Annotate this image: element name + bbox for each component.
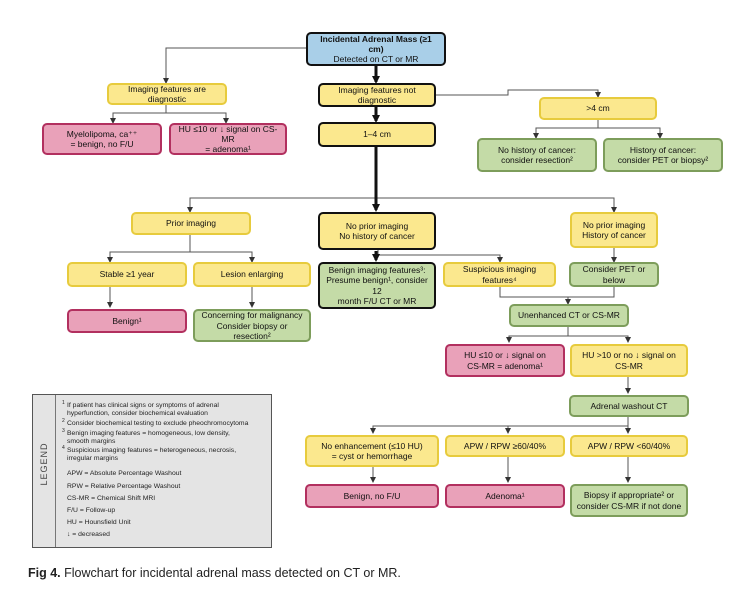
node-hu-high: HU >10 or no ↓ signal on CS-MR xyxy=(570,344,688,377)
caption-text: Flowchart for incidental adrenal mass de… xyxy=(64,566,401,580)
legend-item-text: If patient has clinical signs or symptom… xyxy=(67,402,219,417)
node-benign-features: Benign imaging features³: Presume benign… xyxy=(318,262,436,309)
node-1-4cm: 1–4 cm xyxy=(318,122,436,147)
legend-tab: LEGEND xyxy=(33,395,56,547)
node-adenoma: Adenoma¹ xyxy=(445,484,565,508)
node-no-prior-no-history: No prior imaging No history of cancer xyxy=(318,212,436,250)
legend-item-text: ↓ = decreased xyxy=(67,531,110,538)
node-myelolipoma: Myelolipoma, ca⁺⁺ = benign, no F/U xyxy=(42,123,162,155)
node-suspicious-features: Suspicious imaging features⁴ xyxy=(443,262,556,287)
node-no-prior-history: No prior imaging History of cancer xyxy=(570,212,658,248)
node-benign-no-fu: Benign, no F/U xyxy=(305,484,439,508)
node-prior-imaging: Prior imaging xyxy=(131,212,251,235)
node-gt-4cm: >4 cm xyxy=(539,97,657,120)
figure-caption: Fig 4. Flowchart for incidental adrenal … xyxy=(28,566,401,580)
node-no-enhancement: No enhancement (≤10 HU) = cyst or hemorr… xyxy=(305,435,439,467)
node-consider-pet: Consider PET or below xyxy=(569,262,659,287)
node-hu-low-adenoma: HU ≤10 or ↓ signal on CS-MR = adenoma¹ xyxy=(445,344,565,377)
legend-item-text: RPW = Relative Percentage Washout xyxy=(67,483,181,490)
node-imaging-not-diagnostic: Imaging features not diagnostic xyxy=(318,83,436,107)
root-subtitle: Detected on CT or MR xyxy=(333,54,419,65)
node-biopsy-if-appropriate: Biopsy if appropriate² or consider CS-MR… xyxy=(570,484,688,517)
legend-item: RPW = Relative Percentage Washout xyxy=(67,483,180,491)
legend-item-number: 3 xyxy=(62,428,65,434)
legend-item: APW = Absolute Percentage Washout xyxy=(67,470,181,478)
legend-item: F/U = Follow-up xyxy=(67,507,115,515)
legend-item-text: HU = Hounsfield Unit xyxy=(67,519,131,526)
node-unenhanced-ct: Unenhanced CT or CS-MR xyxy=(509,304,629,327)
legend-item-text: APW = Absolute Percentage Washout xyxy=(67,470,182,477)
legend-title: LEGEND xyxy=(39,442,49,486)
legend-item-number: 2 xyxy=(62,418,65,424)
legend-item-text: CS-MR = Chemical Shift MRI xyxy=(67,495,156,502)
legend-item-text: F/U = Follow-up xyxy=(67,507,116,514)
legend-item: ↓ = decreased xyxy=(67,531,110,539)
legend-item-text: Benign imaging features = homogeneous, l… xyxy=(67,430,230,445)
node-apw-high: APW / RPW ≥60/40% xyxy=(445,435,565,457)
legend-item-text: Suspicious imaging features = heterogene… xyxy=(67,447,237,462)
node-stable-1yr: Stable ≥1 year xyxy=(67,262,187,287)
root-title: Incidental Adrenal Mass (≥1 cm) xyxy=(320,33,432,54)
node-no-history-resection: No history of cancer: consider resection… xyxy=(477,138,597,172)
node-hu-adenoma: HU ≤10 or ↓ signal on CS-MR = adenoma¹ xyxy=(169,123,287,155)
legend-item-text: Consider biochemical testing to exclude … xyxy=(67,420,249,427)
root-node: Incidental Adrenal Mass (≥1 cm)Detected … xyxy=(306,32,446,66)
node-benign: Benign¹ xyxy=(67,309,187,333)
legend-item-number: 1 xyxy=(62,400,65,406)
node-concerning-malignancy: Concerning for malignancy Consider biops… xyxy=(193,309,311,342)
node-imaging-diagnostic: Imaging features are diagnostic xyxy=(107,83,227,105)
node-lesion-enlarging: Lesion enlarging xyxy=(193,262,311,287)
caption-label: Fig 4. xyxy=(28,566,61,580)
node-history-pet-biopsy: History of cancer: consider PET or biops… xyxy=(603,138,723,172)
legend-item: CS-MR = Chemical Shift MRI xyxy=(67,495,155,503)
node-adrenal-washout: Adrenal washout CT xyxy=(569,395,689,417)
legend-item-number: 4 xyxy=(62,445,65,451)
legend-item: HU = Hounsfield Unit xyxy=(67,519,131,527)
node-apw-low: APW / RPW <60/40% xyxy=(570,435,688,457)
